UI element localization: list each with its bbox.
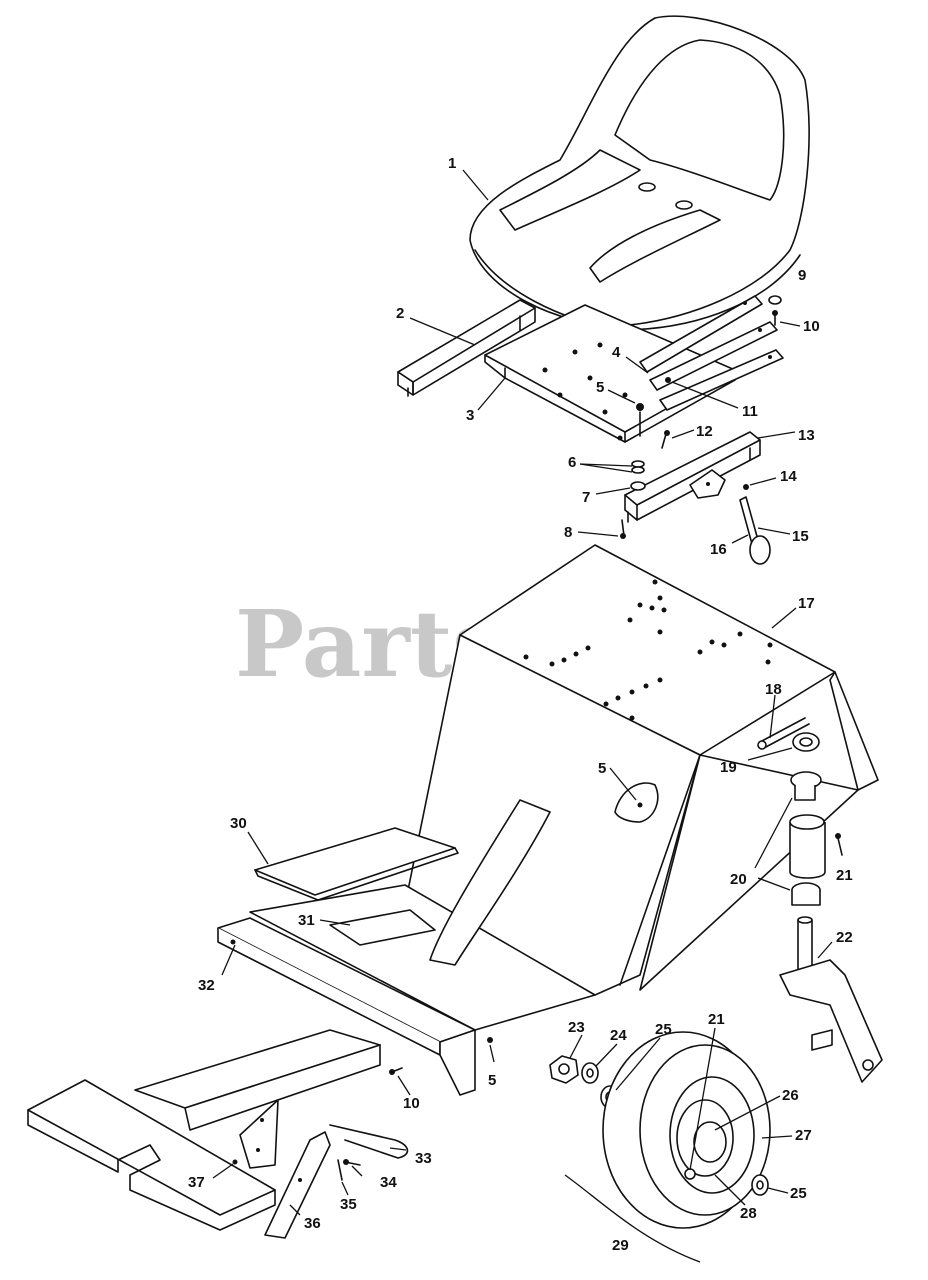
callout-18: 18 [765, 681, 782, 698]
part-nut-5-upper [636, 403, 644, 437]
callout-8: 8 [564, 524, 572, 541]
callout-1: 1 [448, 155, 456, 172]
part-pin-35 [337, 1159, 343, 1181]
callout-6: 6 [568, 454, 576, 471]
callout-27: 27 [795, 1127, 812, 1144]
part-bolt-34 [343, 1159, 361, 1166]
callout-7: 7 [582, 489, 590, 506]
callout-28: 28 [740, 1205, 757, 1222]
callout-30: 30 [230, 815, 247, 832]
callout-9: 9 [798, 267, 806, 284]
callout-5a: 5 [596, 379, 604, 396]
part-bolt-10-lower [389, 1067, 403, 1075]
part-hitch-bracket-36 [264, 1131, 331, 1239]
callout-17: 17 [798, 595, 815, 612]
callout-5b: 5 [598, 760, 606, 777]
part-bolt-8 [620, 519, 626, 539]
callout-31: 31 [298, 912, 315, 929]
callout-21b: 21 [708, 1011, 725, 1028]
callout-32: 32 [198, 977, 215, 994]
part-washer-24 [581, 1062, 599, 1084]
callout-35: 35 [340, 1196, 357, 1213]
callout-15: 15 [792, 528, 809, 545]
callout-16: 16 [710, 541, 727, 558]
callouts: 1 2 3 4 5 6 7 8 9 10 11 12 13 14 15 16 1 [188, 155, 853, 1254]
callout-19: 19 [720, 759, 737, 776]
callout-26: 26 [782, 1087, 799, 1104]
callout-34: 34 [380, 1174, 397, 1191]
part-floor-ramp [249, 799, 596, 1031]
part-spacer-7 [630, 481, 646, 491]
part-cap-5 [614, 782, 659, 823]
callout-14: 14 [780, 468, 797, 485]
part-frame-tongue [27, 1029, 381, 1231]
part-slide-rail-lower [624, 431, 761, 523]
callout-25b: 25 [790, 1185, 807, 1202]
part-nut-23 [549, 1055, 579, 1084]
part-bolt-12 [661, 430, 670, 449]
part-hairpin-33 [329, 1124, 409, 1159]
part-washer-19 [792, 732, 820, 752]
part-seat [469, 15, 810, 331]
callout-23: 23 [568, 1019, 585, 1036]
part-pin-14 [743, 484, 749, 490]
callout-24: 24 [610, 1027, 627, 1044]
part-bushing-20 [789, 771, 826, 906]
callout-20: 20 [730, 871, 747, 888]
callout-21a: 21 [836, 867, 853, 884]
callout-5c: 5 [488, 1072, 496, 1089]
callout-36: 36 [304, 1215, 321, 1232]
callout-10b: 10 [403, 1095, 420, 1112]
part-wheel-assembly-29 [564, 1174, 701, 1263]
part-washers-6 [631, 460, 645, 474]
callout-33: 33 [415, 1150, 432, 1167]
callout-3: 3 [466, 407, 474, 424]
part-washer-9 [768, 295, 782, 305]
part-bolt-10 [772, 310, 778, 326]
callout-22: 22 [836, 929, 853, 946]
part-wheel-tire [602, 1031, 771, 1229]
callout-4: 4 [612, 344, 621, 361]
part-bolt-18 [757, 717, 810, 750]
callout-11: 11 [742, 403, 758, 420]
part-seat-bracket [639, 295, 784, 411]
callout-12: 12 [696, 423, 713, 440]
part-seat-pan [484, 304, 736, 443]
callout-2: 2 [396, 305, 404, 322]
callout-29: 29 [612, 1237, 629, 1254]
callout-10a: 10 [803, 318, 820, 335]
callout-25a: 25 [655, 1021, 672, 1038]
callout-13: 13 [798, 427, 815, 444]
part-frame-crossbar [217, 917, 493, 1096]
callout-37: 37 [188, 1174, 205, 1191]
part-bearing-25-right [751, 1174, 769, 1196]
part-grease-fitting-21 [835, 833, 843, 856]
part-caster-yoke [779, 916, 883, 1083]
part-knob-16 [749, 535, 771, 565]
